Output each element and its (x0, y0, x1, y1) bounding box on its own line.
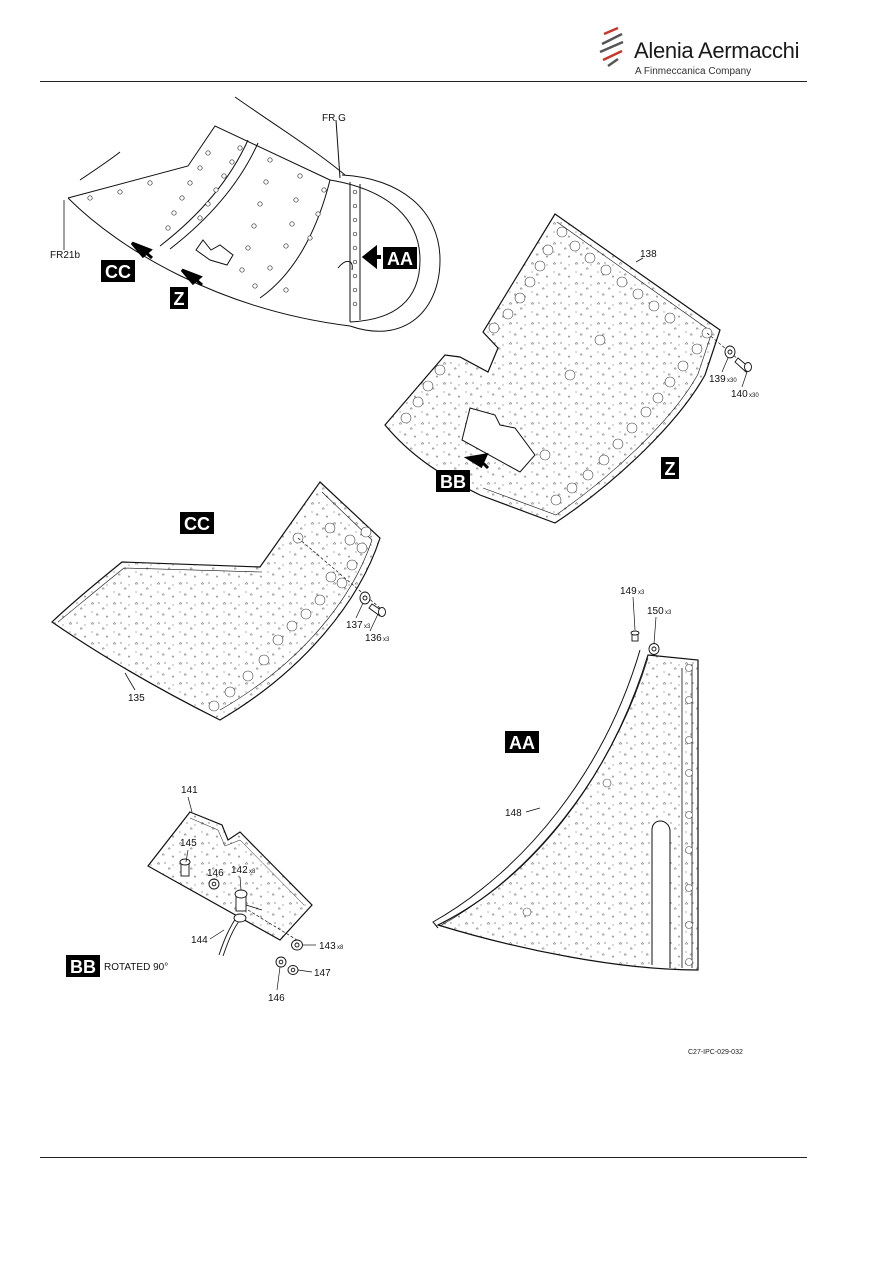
tag-aa-view: AA (505, 731, 539, 753)
svg-text:148: 148 (505, 808, 522, 819)
svg-text:150: 150 (647, 606, 664, 617)
fr21b-label: FR21b (50, 250, 80, 261)
rotated-label: ROTATED 90° (104, 962, 168, 973)
view-arrow-bb (463, 453, 490, 470)
view-arrow-aa (361, 244, 381, 270)
tag-bb-z: BB (436, 470, 470, 492)
svg-text:x8: x8 (249, 869, 256, 875)
svg-text:x30: x30 (727, 378, 737, 384)
svg-text:135: 135 (128, 693, 145, 704)
panel-148-holes (522, 664, 693, 966)
view-arrow-cc (130, 241, 153, 260)
svg-text:x3: x3 (383, 637, 390, 643)
leader-lines (185, 357, 748, 991)
callout-144: 144 (191, 935, 208, 946)
swoosh-icon (599, 26, 624, 67)
tag-cc-view: CC (180, 512, 214, 534)
svg-text:149: 149 (620, 586, 637, 597)
svg-text:Z: Z (665, 459, 676, 479)
fastener-149-150 (630, 630, 660, 655)
assembly-view (67, 96, 441, 332)
svg-text:Z: Z (174, 289, 185, 309)
tag-z-top: Z (170, 287, 188, 309)
svg-text:138: 138 (640, 249, 657, 260)
svg-text:x3: x3 (638, 590, 645, 596)
brand-logo: Alenia Aermacchi A Finmeccanica Company (596, 24, 800, 84)
svg-text:145: 145 (180, 838, 197, 849)
tag-z-view: Z (661, 457, 679, 479)
svg-text:146: 146 (207, 868, 224, 879)
frg-label: FR G (322, 113, 346, 124)
svg-text:AA: AA (509, 733, 535, 753)
svg-text:142: 142 (231, 865, 248, 876)
svg-text:x3: x3 (364, 624, 371, 630)
svg-text:BB: BB (70, 957, 96, 977)
panel-135 (51, 481, 381, 721)
svg-text:136: 136 (365, 633, 382, 644)
panel-135-holes (208, 522, 372, 712)
svg-text:AA: AA (387, 249, 413, 269)
svg-text:CC: CC (105, 262, 131, 282)
panel-138-holes (400, 226, 713, 506)
bracket-141 (147, 811, 313, 941)
brand-name: Alenia Aermacchi (634, 38, 800, 63)
callout-145: 145 (180, 838, 197, 849)
callout-138: 138 (640, 249, 657, 260)
callout-146b: 146 (268, 993, 285, 1004)
svg-text:x3: x3 (665, 610, 672, 616)
tag-aa-top: AA (383, 247, 417, 269)
svg-text:146: 146 (268, 993, 285, 1004)
view-arrow-z (180, 268, 203, 287)
svg-text:CC: CC (184, 514, 210, 534)
tag-bb-view: BB (66, 955, 100, 977)
header-rule (40, 81, 807, 82)
svg-text:139: 139 (709, 374, 726, 385)
svg-text:140: 140 (731, 389, 748, 400)
brand-subtitle: A Finmeccanica Company (635, 66, 752, 77)
fastener-136-137 (297, 537, 386, 617)
fastener-139-140 (706, 332, 752, 373)
svg-text:x30: x30 (749, 393, 759, 399)
callout-135: 135 (128, 693, 145, 704)
tag-cc-top: CC (101, 260, 135, 282)
assembly-fasteners (87, 145, 358, 307)
svg-text:x8: x8 (337, 945, 344, 951)
svg-text:147: 147 (314, 968, 331, 979)
svg-text:141: 141 (181, 785, 198, 796)
bracket-141-hardware (179, 858, 303, 975)
svg-text:143: 143 (319, 941, 336, 952)
callout-148: 148 (505, 808, 522, 819)
svg-text:BB: BB (440, 472, 466, 492)
drawing-id: C27-IPC-029-032 (688, 1049, 743, 1056)
panel-148 (432, 649, 699, 971)
callout-146a: 146 (207, 868, 224, 879)
callout-141: 141 (181, 785, 198, 796)
svg-text:137: 137 (346, 620, 363, 631)
footer-rule (40, 1157, 807, 1158)
callout-147: 147 (314, 968, 331, 979)
svg-text:144: 144 (191, 935, 208, 946)
